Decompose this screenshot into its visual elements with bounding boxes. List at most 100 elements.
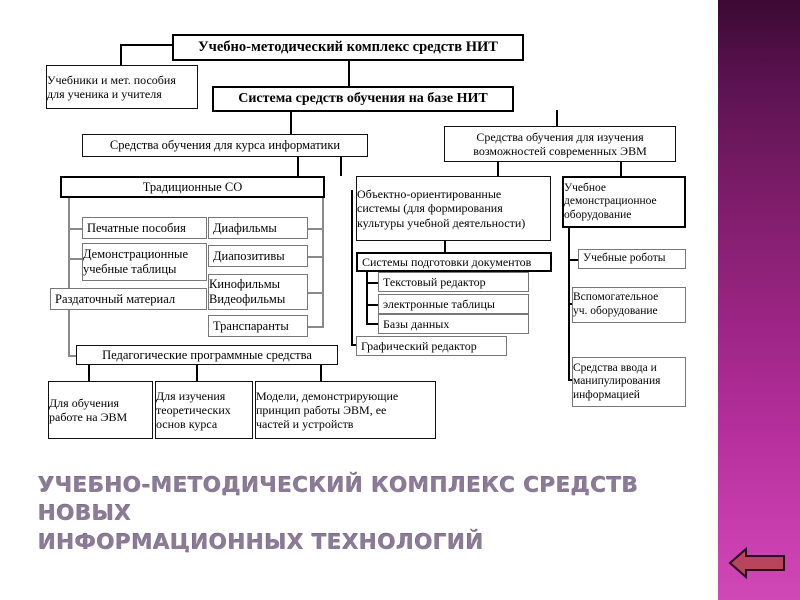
node-theory-line2: теоретических (156, 402, 231, 417)
node-input-devices-line3: информацией (573, 388, 640, 401)
node-pedagogic-software-label: Педагогические программные средства (102, 347, 312, 362)
node-demo-tables-line1: Демонстрационные (83, 247, 188, 262)
connector-right-to-robots (568, 259, 578, 261)
slide-title: Учебно-методический комплекс средств нов… (38, 472, 698, 557)
node-document-preparation[interactable]: Системы подготовки документов (356, 252, 552, 272)
node-traditional-so[interactable]: Традиционные СО (60, 176, 325, 198)
decorative-gradient-band (718, 0, 800, 600)
node-educational-robots-label: Учебные роботы (583, 252, 666, 265)
node-databases-label: Базы данных (383, 316, 450, 331)
slide-title-line2: информационных технологий (38, 529, 484, 555)
connector-traditional-to-printed (68, 228, 82, 230)
node-filmstrips[interactable]: Диафильмы (208, 217, 308, 239)
node-training-line2: работе на ЭВМ (49, 410, 128, 424)
node-spreadsheets-label: электронные таблицы (383, 296, 495, 311)
node-models-of-computers[interactable]: Модели, демонстрирующие принцип работы Э… (255, 381, 436, 439)
node-handout-material[interactable]: Раздаточный материал (50, 288, 207, 310)
node-informatics-course[interactable]: Средства обучения для курса информатики (82, 134, 368, 157)
node-models-line2: принцип работы ЭВМ, ее (256, 402, 387, 417)
connector-docprep-to-spreadsheets (366, 304, 378, 306)
node-training-on-computers[interactable]: Для обучения работе на ЭВМ (48, 381, 153, 439)
connector-films-to-diafilm (308, 228, 322, 230)
connector-docprep-to-databases (366, 323, 378, 325)
node-spreadsheets[interactable]: электронные таблицы (378, 294, 529, 314)
node-system-of-means[interactable]: Система средств обучения на базе НИТ (212, 86, 514, 112)
node-movies-videos[interactable]: Кинофильмы Видеофильмы (208, 274, 308, 310)
connector-modern-to-equipment (620, 162, 622, 176)
node-object-oriented-systems[interactable]: Объектно-ориентированные системы (для фо… (356, 176, 551, 241)
node-training-line1: Для обучения (49, 395, 120, 410)
node-demo-tables-line2: учебные таблицы (83, 262, 177, 276)
node-object-oriented-line3: культуры учебной деятельности) (357, 215, 526, 230)
node-slides[interactable]: Диапозитивы (208, 245, 308, 267)
node-textbooks[interactable]: Учебники и мет. пособия для ученика и уч… (46, 65, 198, 109)
node-educational-robots[interactable]: Учебные роботы (578, 249, 686, 269)
node-handout-material-label: Раздаточный материал (55, 291, 176, 306)
node-theory-line3: основ курса (156, 417, 218, 432)
node-root[interactable]: Учебно-методический комплекс средств НИТ (172, 34, 524, 61)
connector-object-spine-to-graphics (351, 190, 353, 345)
node-modern-computers-line1: Средства обучения для изучения (476, 129, 644, 144)
node-demo-equipment-line3: оборудование (564, 208, 632, 221)
node-document-preparation-label: Системы подготовки документов (362, 254, 532, 269)
node-text-editor-label: Текстовый редактор (383, 274, 486, 289)
node-movies-videos-line1: Кинофильмы (209, 277, 281, 292)
node-pedagogic-software[interactable]: Педагогические программные средства (76, 345, 338, 365)
connector-system-to-modern-computers (556, 110, 558, 128)
node-modern-computers[interactable]: Средства обучения для изучения возможнос… (444, 126, 676, 162)
node-printed-aids[interactable]: Печатные пособия (82, 217, 207, 239)
node-root-label: Учебно-методический комплекс средств НИТ (198, 38, 498, 55)
connector-films-to-transparency (308, 326, 322, 328)
node-textbooks-line1: Учебники и мет. пособия (47, 72, 176, 87)
connector-root-to-system (348, 61, 350, 86)
node-movies-videos-line2: Видеофильмы (209, 292, 286, 306)
node-models-line1: Модели, демонстрирующие (256, 388, 399, 403)
node-demo-tables[interactable]: Демонстрационные учебные таблицы (82, 243, 207, 281)
connector-spine-to-graphics-editor (351, 344, 359, 346)
connector-pedagogic-to-theory (196, 364, 198, 381)
node-transparencies[interactable]: Транспаранты (208, 315, 308, 337)
node-system-of-means-label: Система средств обучения на базе НИТ (238, 90, 488, 106)
node-object-oriented-line1: Объектно-ориентированные (357, 187, 502, 202)
connector-root-to-textbooks-vertical (120, 44, 122, 68)
node-input-manipulation-devices[interactable]: Средства ввода и манипулирования информа… (572, 357, 686, 407)
node-input-devices-line2: манипулирования (573, 375, 661, 388)
node-demo-equipment-line1: Учебное (564, 181, 607, 194)
node-auxiliary-equipment-line2: уч. оборудование (573, 305, 658, 317)
connector-system-to-informatics (290, 110, 292, 136)
node-demonstration-equipment[interactable]: Учебное демонстрационное оборудование (562, 176, 686, 228)
connector-films-to-slides (308, 256, 322, 258)
node-models-line3: частей и устройств (256, 417, 354, 432)
connector-docprep-bus (366, 270, 368, 324)
node-auxiliary-equipment-line1: Вспомогательное (573, 291, 659, 304)
connector-films-right-bus (322, 198, 324, 328)
node-printed-aids-label: Печатные пособия (87, 220, 186, 235)
node-slides-label: Диапозитивы (213, 248, 285, 263)
node-theoretical-foundations[interactable]: Для изучения теоретических основ курса (155, 381, 253, 439)
node-textbooks-line2: для ученика и учителя (47, 87, 162, 101)
node-informatics-course-label: Средства обучения для курса информатики (109, 138, 341, 153)
node-auxiliary-equipment[interactable]: Вспомогательное уч. оборудование (572, 287, 686, 323)
node-theory-line1: Для изучения (156, 388, 226, 403)
node-text-editor[interactable]: Текстовый редактор (378, 272, 529, 292)
node-databases[interactable]: Базы данных (378, 314, 529, 334)
node-object-oriented-line2: системы (для формирования (357, 201, 503, 216)
node-input-devices-line1: Средства ввода и (573, 361, 657, 374)
connector-object-to-docprep (444, 241, 446, 252)
node-filmstrips-label: Диафильмы (213, 220, 277, 235)
connector-pedagogic-to-training (88, 364, 90, 381)
connector-root-to-textbooks-horizontal (120, 44, 172, 46)
connector-docprep-to-text-editor (366, 282, 378, 284)
back-arrow-button[interactable] (728, 546, 786, 580)
connector-traditional-to-demo-tables (68, 258, 82, 260)
node-modern-computers-line2: возможностей современных ЭВМ (473, 144, 647, 158)
connector-traditional-left-bus (68, 198, 70, 356)
connector-informatics-to-object-oriented (340, 157, 342, 176)
connector-films-to-movies (308, 292, 322, 294)
slide-title-line1: Учебно-методический комплекс средств нов… (38, 473, 639, 527)
node-traditional-so-label: Традиционные СО (142, 179, 243, 194)
connector-pedagogic-to-models (320, 364, 322, 381)
node-demo-equipment-line2: демонстрационное (564, 195, 657, 208)
connector-informatics-to-traditional (297, 157, 299, 176)
node-graphics-editor[interactable]: Графический редактор (356, 336, 507, 356)
